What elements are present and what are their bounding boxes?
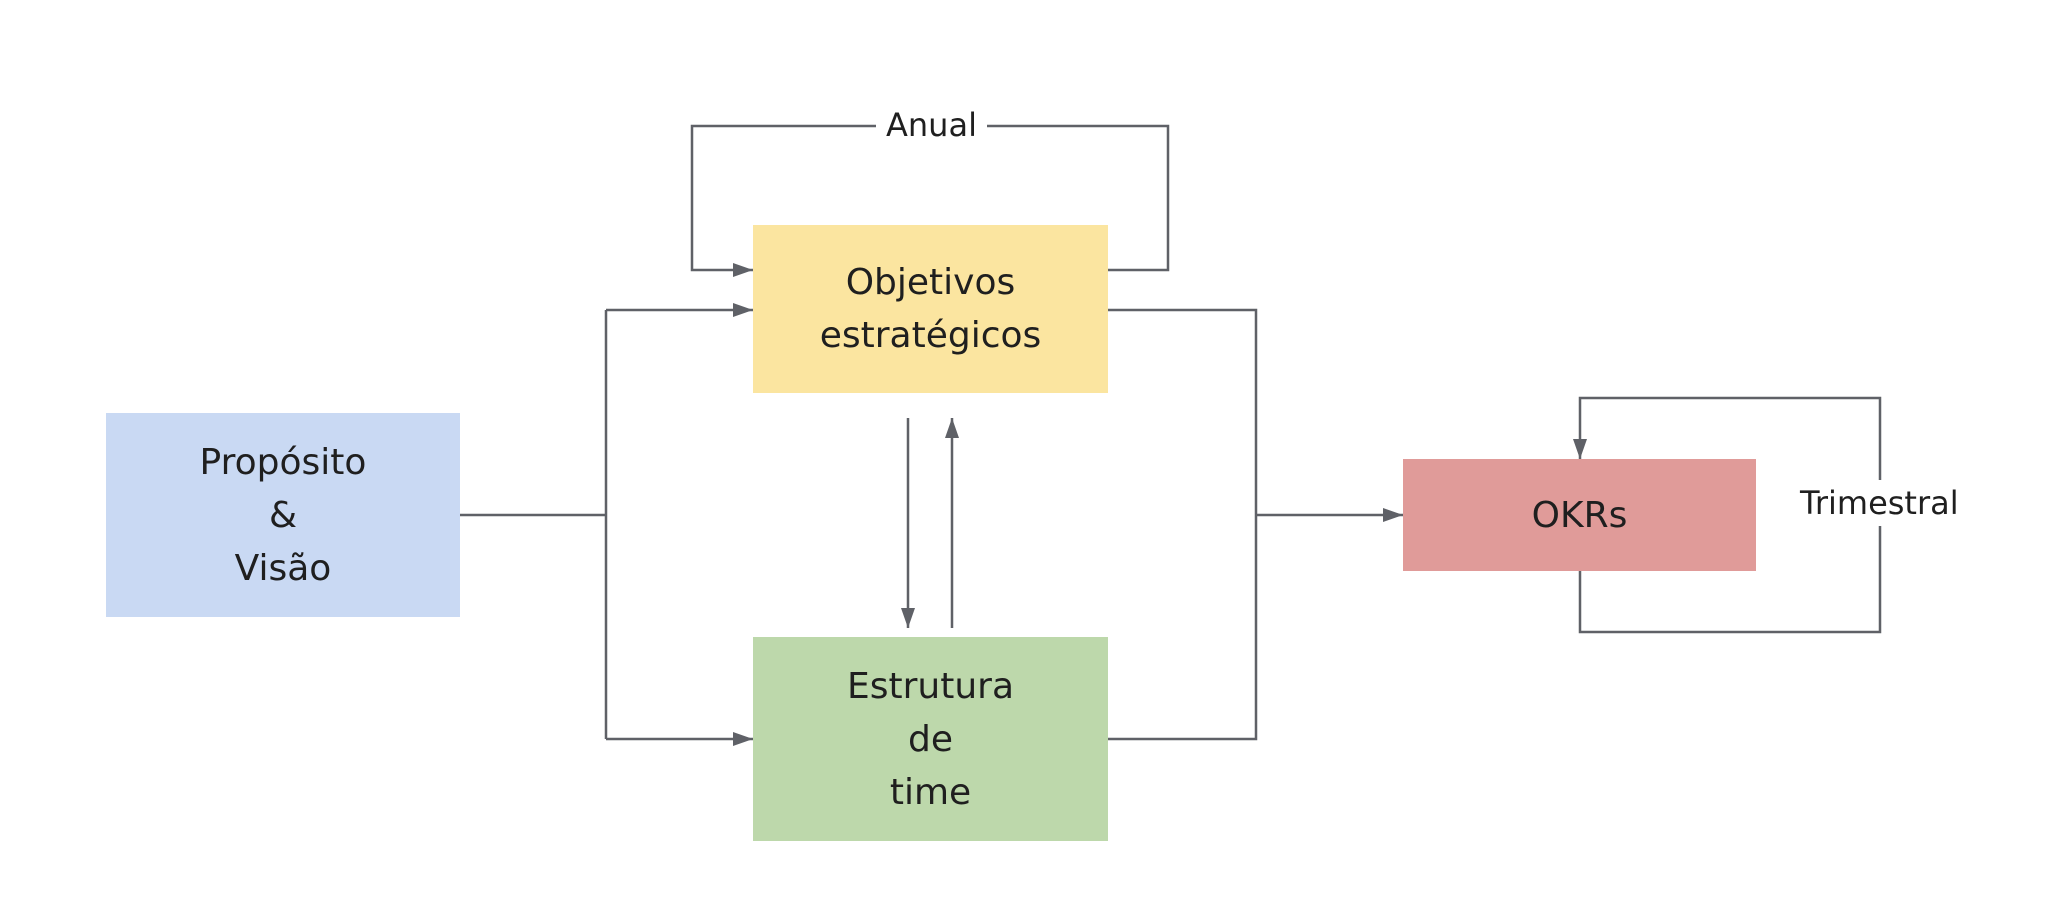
node-estrutura-line-1: Estrutura (846, 665, 1015, 707)
label-trimestral: Trimestral (1800, 480, 1959, 526)
node-proposito-line-1: Propósito (199, 441, 367, 483)
node-objetivos-line-2: estratégicos (819, 315, 1042, 356)
node-estrutura-de-time: Estrutura de time (753, 637, 1108, 841)
connector-objetivos-merge (1108, 308, 1258, 741)
node-okrs: OKRs (1403, 459, 1756, 571)
node-proposito-line-2: & (268, 494, 298, 536)
node-estrutura-line-3: time (889, 771, 972, 813)
node-proposito-visao: Propósito & Visão (106, 413, 460, 617)
node-objetivos-line-1: Objetivos (845, 262, 1016, 303)
node-estrutura-line-2: de (908, 718, 953, 760)
label-anual: Anual (876, 106, 987, 144)
node-okrs-label: OKRs (1531, 494, 1628, 536)
node-objetivos-estrategicos: Objetivos estratégicos (753, 225, 1108, 393)
node-proposito-line-3: Visão (234, 547, 332, 589)
